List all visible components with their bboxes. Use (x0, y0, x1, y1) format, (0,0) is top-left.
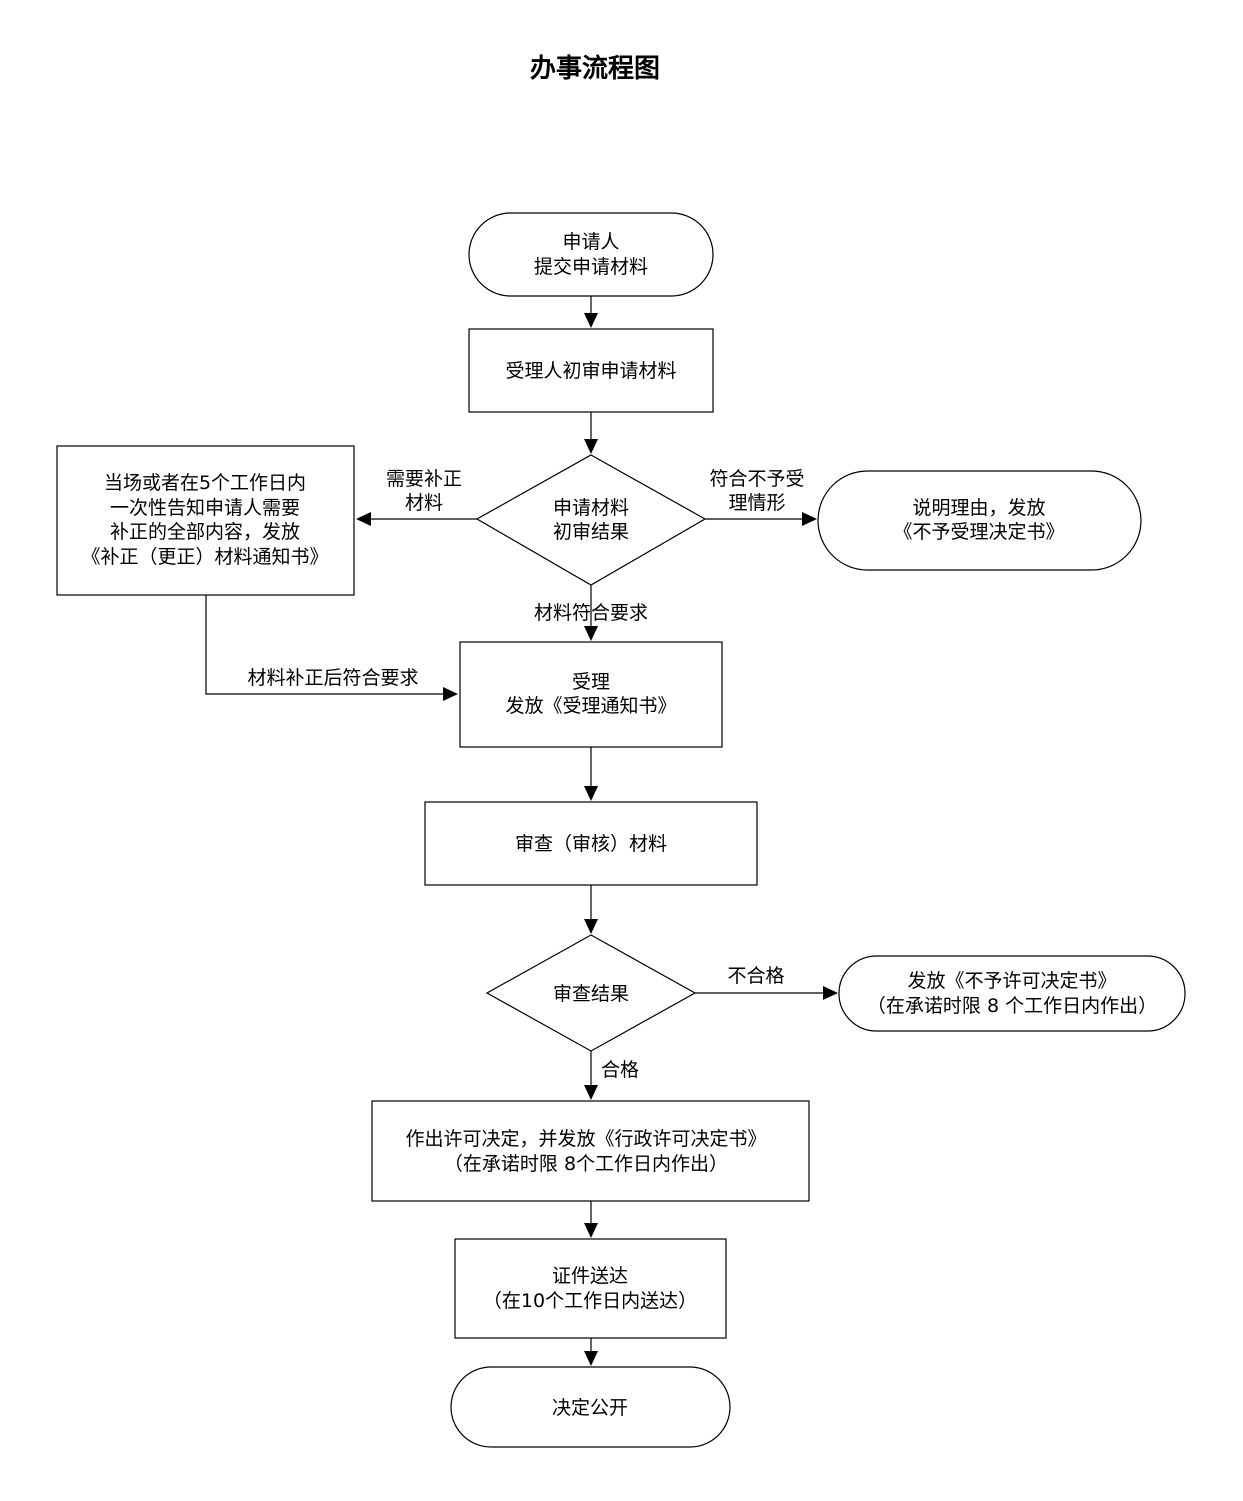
edge-label-fail: 不合格 (727, 965, 784, 987)
node-initial-review-label: 受理人初审申请材料 (505, 360, 676, 382)
node-reject-accept-line-2: 《不予受理决定书》 (893, 521, 1064, 543)
arrowhead-review-result (584, 919, 598, 934)
arrowhead-reject (802, 512, 817, 526)
node-review: 审查（审核）材料 (424, 801, 758, 886)
decision-initial-result-line-2: 初审结果 (553, 521, 629, 543)
node-review-label: 审查（审核）材料 (515, 833, 667, 855)
node-deny-permit-line-2: （在承诺时限 8 个工作日内作出） (867, 995, 1157, 1017)
arrowhead-grant (584, 1085, 598, 1100)
edge-label-pass: 合格 (601, 1059, 639, 1081)
arrowhead-accept-left (443, 687, 458, 701)
edge-label-need-supplement-2: 材料 (405, 492, 443, 514)
node-grant-permit-line-1: 作出许可决定，并发放《行政许可决定书》 (405, 1128, 766, 1150)
decision-review-result: 审查结果 (485, 934, 697, 1052)
node-publish-label: 决定公开 (552, 1397, 628, 1419)
node-accept-line-1: 受理 (572, 671, 610, 693)
node-reject-accept-line-1: 说明理由，发放 (912, 497, 1045, 519)
connectors (205, 296, 838, 1366)
node-grant-permit-line-2: （在承诺时限 8个工作日内作出） (444, 1153, 728, 1175)
edge-label-meets-requirements: 材料符合要求 (534, 602, 648, 624)
arrowhead-supplement (356, 512, 371, 526)
node-accept-line-2: 发放《受理通知书》 (505, 695, 676, 717)
node-start: 申请人 提交申请材料 (468, 212, 714, 297)
node-start-line-1: 申请人 (562, 231, 619, 253)
node-supplement-notice: 当场或者在5个工作日内 一次性告知申请人需要 补正的全部内容，发放 《补正（更正… (56, 445, 355, 596)
node-deny-permit: 发放《不予许可决定书》 （在承诺时限 8 个工作日内作出） (838, 955, 1186, 1032)
page-title: 办事流程图 (530, 54, 660, 84)
edge-label-need-supplement-1: 需要补正 (386, 468, 462, 490)
arrowhead-initial-review (584, 313, 598, 328)
node-supplement-notice-line-2: 一次性告知申请人需要 (110, 497, 300, 519)
node-supplement-notice-line-4: 《补正（更正）材料通知书》 (81, 546, 328, 568)
arrow-supplement-to-accept (205, 595, 444, 695)
node-delivery: 证件送达 （在10个工作日内送达） (454, 1238, 727, 1339)
decision-initial-result-line-1: 申请材料 (553, 497, 629, 519)
edge-label-after-supplement: 材料补正后符合要求 (247, 667, 418, 689)
node-grant-permit: 作出许可决定，并发放《行政许可决定书》 （在承诺时限 8个工作日内作出） (371, 1100, 810, 1202)
arrowhead-initial-result (584, 439, 598, 454)
edge-label-not-accept-2: 理情形 (728, 492, 785, 514)
node-delivery-line-2: （在10个工作日内送达） (483, 1290, 697, 1312)
arrowhead-review (584, 786, 598, 801)
node-initial-review: 受理人初审申请材料 (468, 328, 714, 413)
node-publish: 决定公开 (450, 1366, 731, 1448)
arrowhead-delivery (584, 1223, 598, 1238)
arrowhead-publish (584, 1351, 598, 1366)
node-supplement-notice-line-3: 补正的全部内容，发放 (110, 521, 300, 543)
decision-review-result-label: 审查结果 (553, 983, 629, 1005)
edge-labels: 需要补正 材料 符合不予受 理情形 材料符合要求 材料补正后符合要求 不合格 合… (247, 468, 804, 1081)
node-delivery-line-1: 证件送达 (552, 1265, 628, 1287)
node-start-line-2: 提交申请材料 (534, 256, 648, 278)
decision-initial-result: 申请材料 初审结果 (475, 454, 707, 586)
arrowhead-accept (584, 626, 598, 641)
edge-label-not-accept-1: 符合不予受 (709, 468, 804, 490)
arrowhead-deny (823, 986, 838, 1000)
node-reject-accept: 说明理由，发放 《不予受理决定书》 (817, 470, 1142, 571)
node-accept: 受理 发放《受理通知书》 (459, 641, 723, 748)
node-supplement-notice-line-1: 当场或者在5个工作日内 (104, 472, 306, 494)
node-deny-permit-line-1: 发放《不予许可决定书》 (907, 970, 1116, 992)
